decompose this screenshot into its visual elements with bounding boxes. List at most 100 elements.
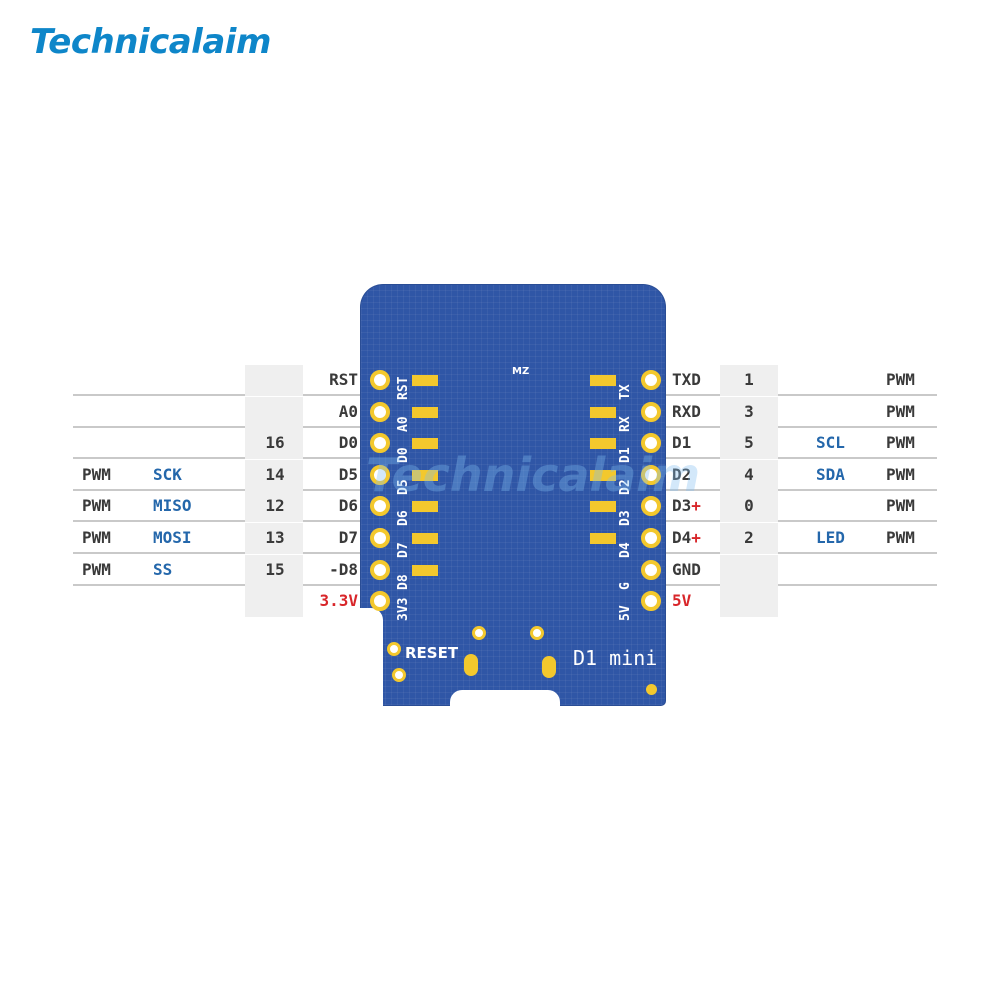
gpio-number: 15 (265, 559, 285, 579)
pwm-label: PWM (886, 496, 915, 516)
through-hole-pad (370, 591, 390, 612)
gpio-column-cell (720, 554, 778, 586)
through-hole-pad (641, 528, 661, 548)
row-divider (73, 552, 362, 554)
through-hole-pad (370, 370, 390, 390)
pwm-label: PWM (82, 528, 111, 547)
function-label: MOSI (153, 528, 192, 547)
small-pad (392, 668, 406, 682)
pin-label: D2 (672, 460, 722, 489)
pwm-label: PWM (82, 464, 111, 484)
through-hole-pad (370, 464, 390, 485)
row-divider (73, 583, 362, 586)
row-divider (664, 583, 937, 586)
gpio-column-cell (245, 586, 303, 618)
d1-mini-board (361, 285, 665, 705)
gpio-number: 13 (265, 528, 285, 547)
pin-text: GND (672, 559, 701, 579)
gpio-column-cell (720, 428, 778, 460)
pin-text: TXD (672, 370, 701, 389)
pin-text: RXD (672, 401, 701, 421)
gpio-number (724, 555, 774, 584)
row-divider (664, 425, 937, 428)
pin-text: 5V (672, 591, 692, 611)
pin-label: GND (672, 555, 722, 584)
right-row: GND (664, 554, 937, 586)
pwm-label: PWM (82, 559, 111, 579)
row-divider (664, 488, 937, 491)
row-divider (73, 457, 362, 460)
function-label: LED (816, 528, 845, 547)
pin-plus-mark: + (691, 528, 701, 547)
through-hole-pad (641, 496, 661, 517)
through-hole-pad (370, 528, 390, 548)
gpio-number: 3 (744, 401, 754, 421)
through-hole-pad (370, 401, 390, 422)
gpio-number: 12 (265, 496, 285, 516)
gpio-number: 16 (265, 433, 285, 453)
smd-pad (412, 469, 438, 481)
pin-label: D1 (672, 428, 722, 457)
gpio-column-cell (245, 428, 303, 460)
pin-silkscreen-label: 5V (618, 605, 633, 622)
gpio-number (250, 586, 300, 615)
gpio-number (250, 365, 300, 394)
pwm-label: PWM (82, 496, 111, 516)
row-divider (664, 394, 937, 396)
gpio-number: 0 (744, 496, 754, 516)
gpio-column-cell (245, 459, 303, 491)
pwm-label: PWM (886, 433, 915, 453)
smd-pad (590, 501, 616, 513)
through-hole-pad (641, 559, 661, 580)
gpio-number (250, 397, 300, 426)
brand-logo: Technicalaim (30, 22, 271, 62)
gpio-column-cell (720, 396, 778, 428)
right-row: RXD 3 PWM (664, 396, 937, 428)
pin-label: D7 (338, 528, 358, 547)
corner-pad (646, 684, 657, 695)
pin-plus-mark: + (691, 496, 701, 516)
function-label: SS (153, 559, 173, 579)
through-hole-pad (641, 433, 661, 454)
small-pad (472, 626, 486, 640)
watermark: Technicalaim (366, 448, 700, 502)
through-hole-pad (370, 496, 390, 517)
pin-label: TXD (672, 365, 722, 394)
gpio-column-cell (245, 491, 303, 523)
through-hole-pad (641, 591, 661, 612)
row-divider (664, 552, 937, 554)
pin-label: RST (329, 370, 358, 389)
gpio-column-cell (245, 523, 303, 554)
pwm-label: PWM (886, 370, 915, 389)
smd-pad (590, 438, 616, 450)
gpio-number: 4 (744, 464, 754, 484)
pwm-label: PWM (886, 401, 915, 421)
pin-silkscreen-label: 3V3 (396, 597, 411, 622)
through-hole-pad (641, 370, 661, 390)
right-row: 5V (664, 586, 778, 618)
right-row: D1 5 SCL PWM (664, 428, 937, 460)
pin-text: D2 (672, 464, 692, 484)
left-row: 13 D7 MOSI PWM (73, 523, 362, 554)
left-row: 3.3V (245, 586, 362, 618)
gpio-number: 5 (744, 433, 754, 453)
function-label: SCL (816, 433, 845, 453)
function-label: SCK (153, 464, 182, 484)
row-divider (73, 520, 362, 523)
smd-pad (412, 501, 438, 513)
smd-pad (412, 406, 438, 418)
gpio-column-cell (720, 365, 778, 396)
smd-pad (412, 375, 438, 386)
through-hole-pad (641, 401, 661, 422)
pin-label: D4+ (672, 523, 722, 552)
gpio-number: 2 (744, 528, 754, 547)
pin-label: D3+ (672, 491, 722, 520)
board-cutout-bottom (450, 690, 560, 710)
gpio-column-cell (245, 365, 303, 396)
right-row: D3+ 0 PWM (664, 491, 937, 523)
